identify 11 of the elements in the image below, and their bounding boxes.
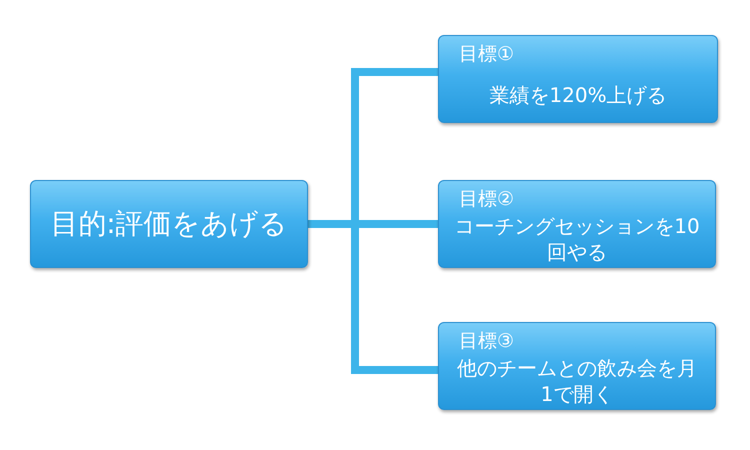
goal-box <box>438 35 718 123</box>
box-text: 目的:評価をあげる <box>50 206 288 242</box>
box-text: 業績を120%上げる <box>488 82 668 108</box>
box-heading: 目標① <box>459 42 514 66</box>
box-text: コーチングセッションを10回やる <box>453 213 701 265</box>
purpose-box <box>30 180 308 268</box>
box-heading: 目標③ <box>459 329 514 353</box>
goal-box <box>438 322 716 410</box>
box-text: 他のチームとの飲み会を月1で開く <box>456 355 698 407</box>
goal-box <box>438 180 716 268</box>
box-heading: 目標② <box>459 187 514 211</box>
